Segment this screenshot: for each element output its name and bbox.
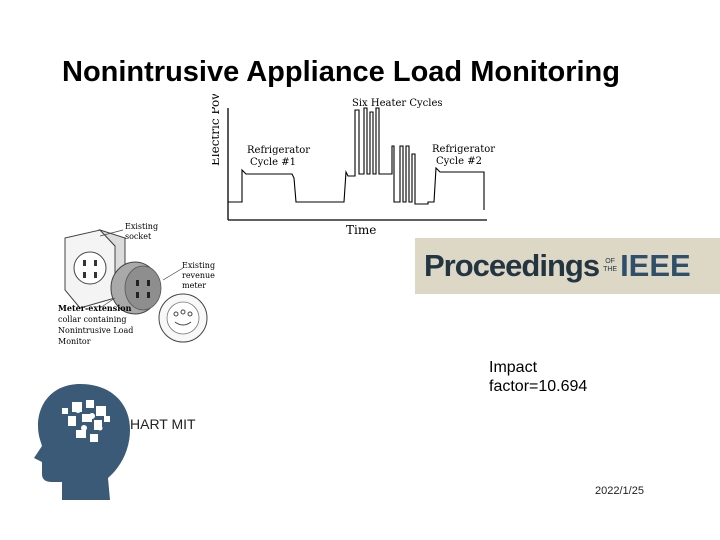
label-meter-2: revenue [182, 271, 215, 280]
logo-the: THE [603, 266, 618, 273]
slide-title: Nonintrusive Appliance Load Monitoring [62, 56, 620, 88]
socket-face [73, 251, 107, 285]
logo-ieee: IEEE [620, 248, 691, 283]
label-heater-cycles: Six Heater Cycles [352, 98, 443, 109]
label-fridge2-line1: Refrigerator [432, 144, 495, 155]
impact-factor: Impact factor=10.694 [489, 358, 587, 396]
slide-date: 2022/1/25 [595, 485, 644, 497]
label-collar-3: Nonintrusive Load [58, 326, 133, 335]
logo-of: OF [605, 258, 615, 265]
label-collar-1: Meter-extension [58, 303, 132, 313]
label-fridge1-line2: Cycle #1 [250, 157, 296, 168]
head-puzzle-icon [34, 384, 130, 500]
impact-line-2: factor=10.694 [489, 378, 588, 395]
label-collar-2: collar containing [58, 315, 127, 324]
logo-of-the: OF THE [603, 258, 617, 274]
power-time-plot: Electric Power Time Six Heater Cycles Re… [212, 94, 495, 237]
label-fridge2-line2: Cycle #2 [436, 156, 482, 167]
label-meter-3: meter [182, 281, 206, 290]
socket-meter-figure: Existing socket Existing revenue meter M… [58, 222, 215, 346]
logo-proceedings: Proceedings [424, 248, 600, 283]
proceedings-ieee-logo: Proceedings OF THE IEEE [415, 238, 720, 294]
impact-line-1: Impact [489, 359, 538, 376]
label-socket-1: Existing [125, 222, 158, 231]
label-fridge1-line1: Refrigerator [247, 145, 310, 156]
label-collar-4: Monitor [58, 337, 91, 346]
label-socket-2: socket [125, 232, 152, 241]
plot-xlabel: Time [346, 223, 376, 237]
power-trace [228, 107, 485, 210]
author-label: HART MIT [130, 416, 196, 432]
label-meter-1: Existing [182, 261, 215, 270]
plot-ylabel: Electric Power [212, 94, 222, 166]
